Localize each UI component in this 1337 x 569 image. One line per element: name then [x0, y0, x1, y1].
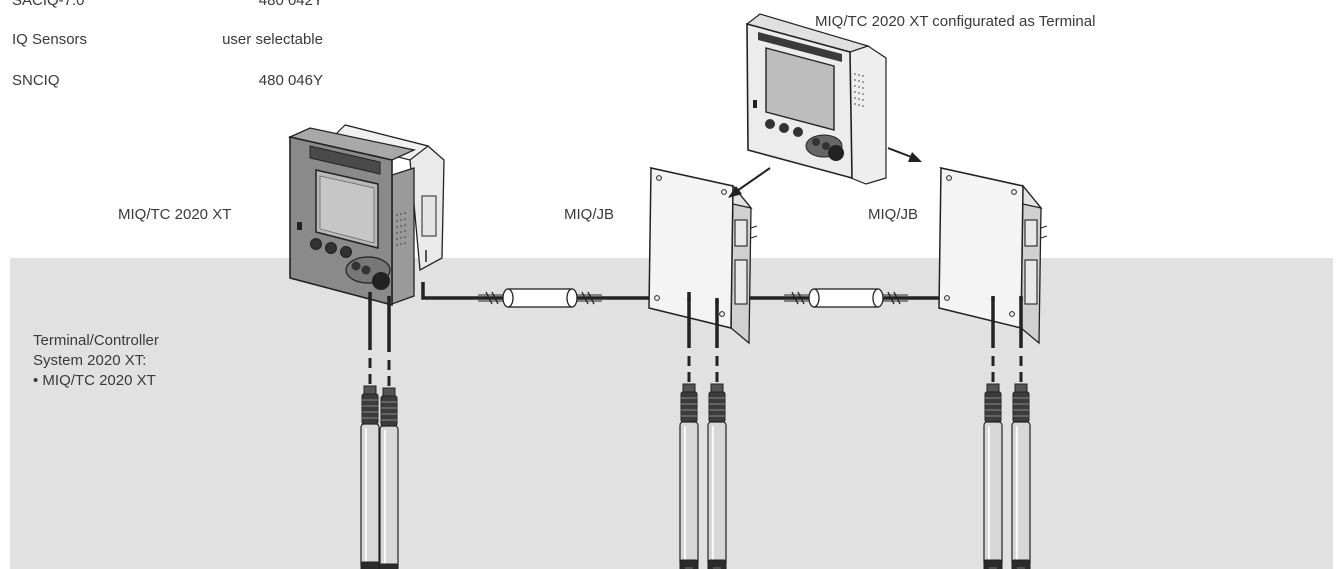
spec-name-snciq: SNCIQ [12, 72, 60, 89]
spec-name-iq-sensors: IQ Sensors [12, 31, 88, 48]
controller-device [287, 124, 445, 307]
spec-value-iq-sensors: user selectable [222, 31, 323, 48]
sensor-controller-2 [378, 300, 400, 569]
sensor-jb2-2 [1010, 296, 1032, 569]
system-info-line-1: Terminal/Controller [33, 332, 159, 349]
connection-arrow-right [887, 147, 922, 162]
system-info-line-3: • MIQ/TC 2020 XT [33, 372, 156, 389]
sensor-controller-1 [359, 298, 381, 569]
terminal-label: MIQ/TC 2020 XT configurated as Terminal [815, 13, 1096, 30]
sensor-jb1-2 [706, 296, 728, 569]
spec-value-snciq: 480 046Y [258, 72, 323, 89]
sensor-jb2-1 [982, 296, 1004, 569]
connection-arrow-left [728, 167, 771, 198]
system-info: Terminal/Controller System 2020 XT: • MI… [33, 331, 159, 391]
spec-value-saciq: 480 042Y [258, 0, 323, 9]
spec-name-saciq: SACIQ-7.0 [12, 0, 85, 9]
controller-label: MIQ/TC 2020 XT [118, 206, 232, 223]
junction-box-1-label: MIQ/JB [564, 206, 615, 223]
system-info-line-2: System 2020 XT: [33, 352, 147, 369]
sensor-jb1-1 [678, 296, 700, 569]
junction-box-2-label: MIQ/JB [868, 206, 919, 223]
terminal-device [745, 13, 887, 185]
